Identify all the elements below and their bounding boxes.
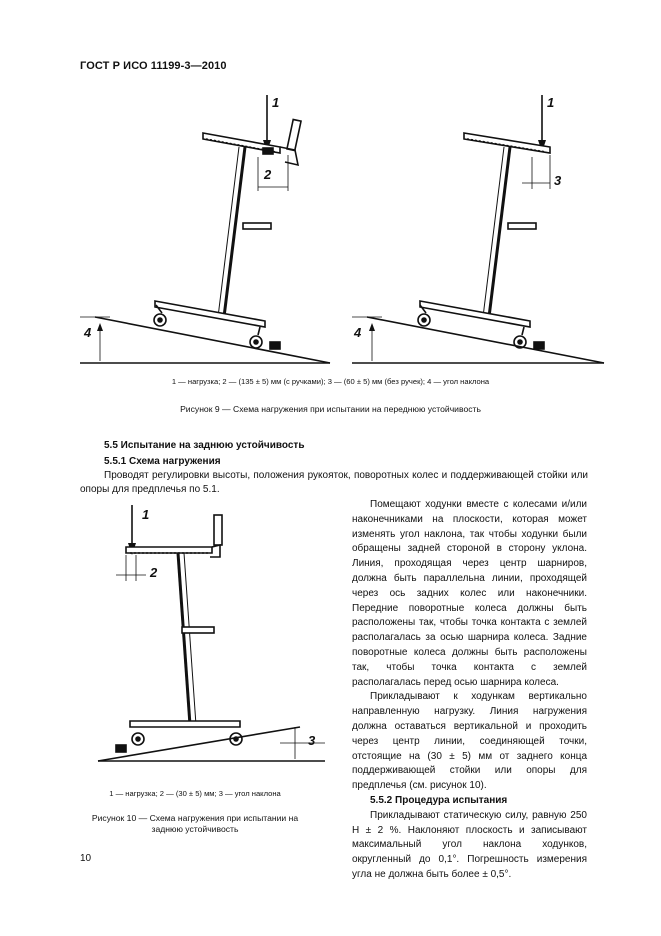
figure-10-label-2: 2 [150, 565, 158, 580]
figure-9-legend: 1 — нагрузка; 2 — (135 ± 5) мм (с ручкам… [171, 377, 490, 386]
paragraph-placement: Помещают ходунки вместе с колесами и/или… [352, 499, 587, 688]
figure-9-right-label-4: 4 [354, 325, 362, 340]
figure-10-legend: 1 — нагрузка; 2 — (30 ± 5) мм; 3 — угол … [109, 789, 281, 798]
paragraph-adjustments: Проводят регулировки высоты, положения р… [80, 470, 588, 495]
subsection-heading-2: 5.5.2 Процедура испытания [370, 794, 508, 806]
figure-9-right-diagram: 1 3 4 [352, 95, 612, 370]
document-header: ГОСТ Р ИСО 11199-3—2010 [80, 60, 227, 72]
figure-10-diagram: 1 2 3 [80, 505, 330, 775]
paragraph-load: Прикладывают к ходункам вертикально напр… [352, 691, 587, 792]
figure-9-left-label-1: 1 [272, 95, 280, 110]
page-number: 10 [80, 853, 92, 864]
subsection-heading-1: 5.5.1 Схема нагружения [104, 456, 221, 467]
figure-9-left-label-4: 4 [84, 325, 92, 340]
figure-9-left-diagram: 1 2 4 [80, 95, 340, 370]
figure-10-caption: Рисунок 10 — Схема нагружения при испыта… [91, 813, 299, 834]
figure-9-right-label-3: 3 [554, 173, 562, 188]
figure-9-caption: Рисунок 9 — Схема нагружения при испытан… [180, 404, 481, 414]
paragraph-procedure: Прикладывают статическую силу, равную 25… [352, 809, 587, 880]
figure-10-label-3: 3 [308, 733, 316, 748]
right-column-text: Помещают ходунки вместе с колесами и/или… [352, 498, 587, 883]
figure-9-left-label-2: 2 [264, 167, 272, 182]
figure-10-label-1: 1 [142, 507, 150, 522]
section-heading: 5.5 Испытание на заднюю устойчивость [104, 440, 305, 451]
figure-9-right-label-1: 1 [547, 95, 555, 110]
